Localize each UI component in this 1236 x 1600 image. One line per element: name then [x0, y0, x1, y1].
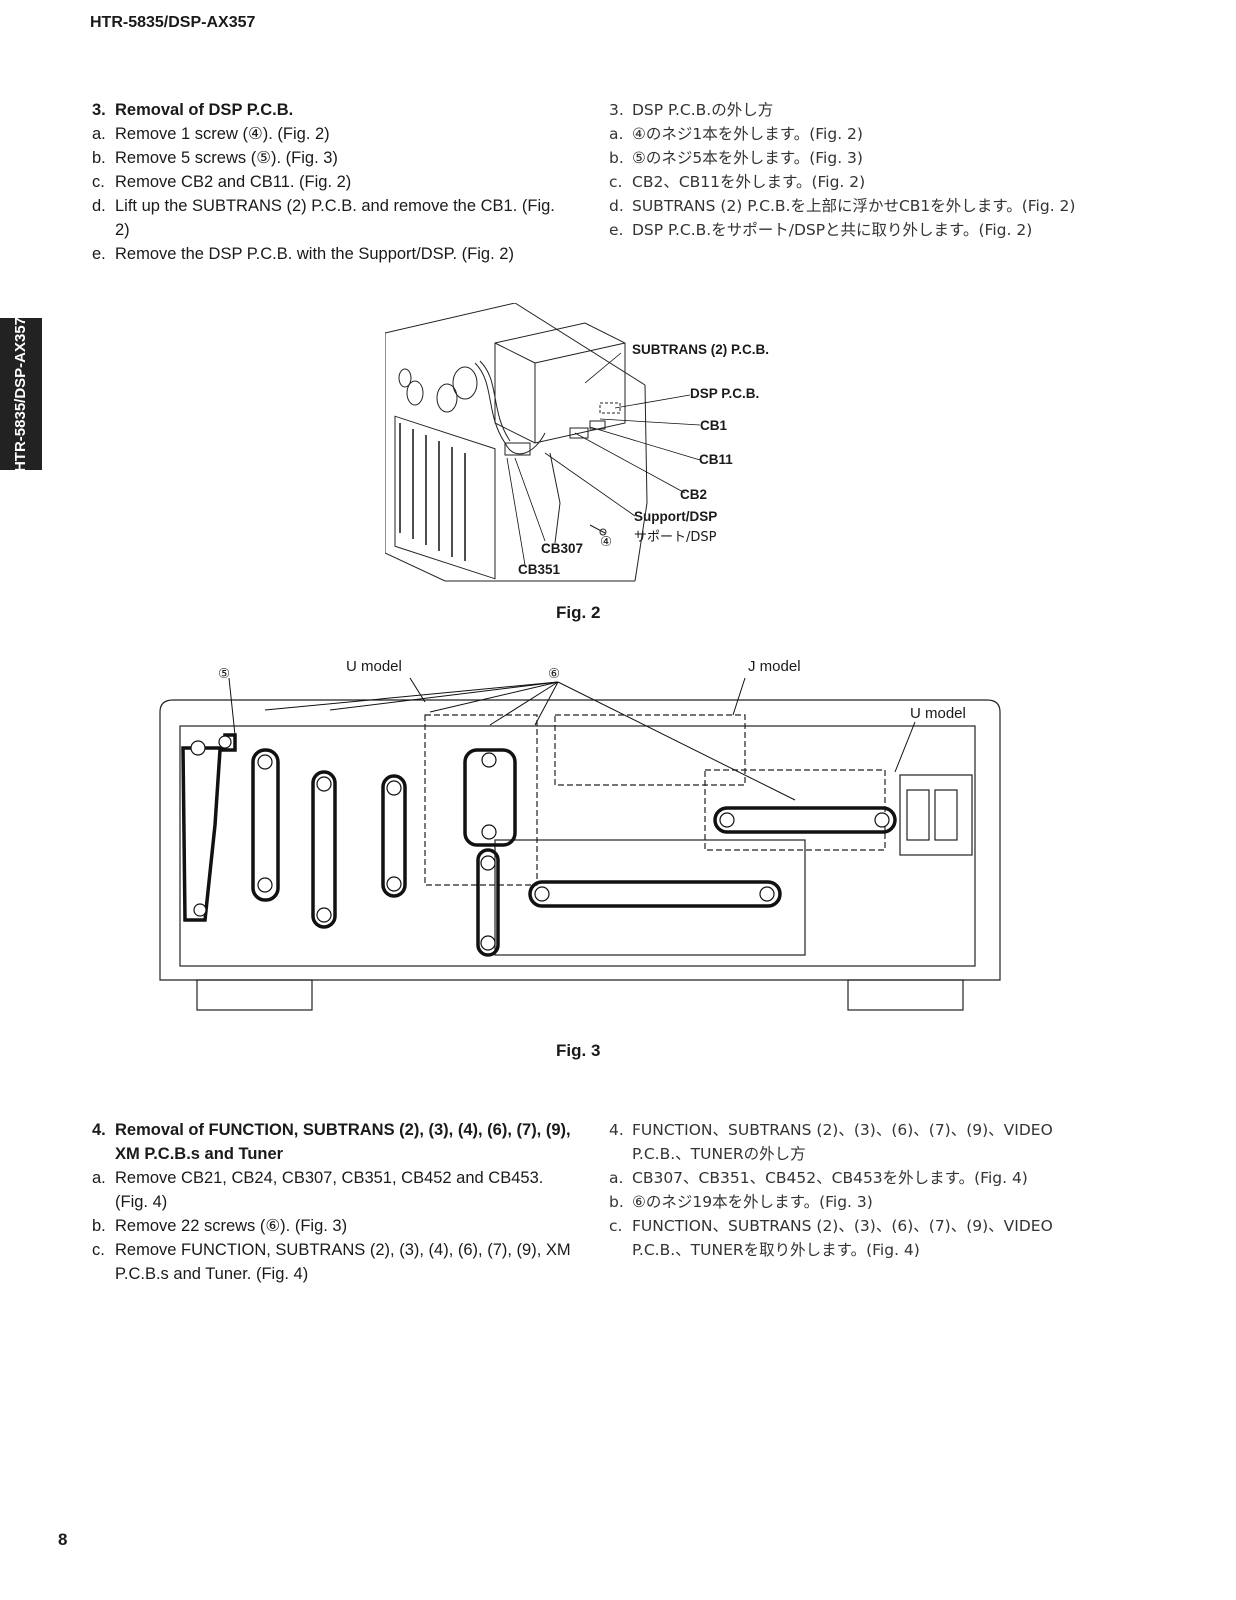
fig2-callout-cb2: CB2 [680, 487, 708, 502]
step-text: CB307、CB351、CB452、CB453を外します。(Fig. 4) [632, 1169, 1028, 1187]
section4-en-title-num: 4. [92, 1121, 106, 1139]
section3-en-step: b. Remove 5 screws (⑤). (Fig. 3) [92, 146, 572, 170]
step-label: b. [92, 149, 106, 167]
fig2-callout-support-ja: サポート/DSP [634, 530, 717, 545]
fig2-callout-subtrans: SUBTRANS (2) P.C.B. [632, 342, 770, 357]
fig3-illustration [159, 677, 1001, 1011]
step-text: ⑥のネジ19本を外します。(Fig. 3) [632, 1193, 873, 1211]
fig2-caption: Fig. 2 [556, 603, 601, 622]
section3-en-step: e. Remove the DSP P.C.B. with the Support… [92, 242, 572, 266]
section3-en: 3. Removal of DSP P.C.B. a. Remove 1 scre… [92, 98, 572, 266]
fig2-callout-cb11: CB11 [699, 452, 733, 467]
section4-ja-title: 4. FUNCTION、SUBTRANS (2)、(3)、(6)、(7)、(9)… [609, 1118, 1089, 1166]
step-label: b. [92, 1217, 106, 1235]
page-number: 8 [58, 1530, 68, 1549]
fig3-callout-screw6: ⑥ [548, 666, 561, 681]
page-header: HTR-5835/DSP-AX357 [90, 14, 256, 31]
step-text: CB2、CB11を外します。(Fig. 2) [632, 173, 866, 191]
step-label: a. [609, 1169, 624, 1187]
side-tab-label: HTR-5835/DSP-AX357 [12, 316, 30, 472]
section3-en-step: a. Remove 1 screw (④). (Fig. 2) [92, 122, 572, 146]
section3-en-title-text: Removal of DSP P.C.B. [115, 101, 294, 119]
section3-en-title-num: 3. [92, 101, 106, 119]
section3-ja-step: a. ④のネジ1本を外します。(Fig. 2) [609, 122, 1089, 146]
section3-ja-step: d. SUBTRANS (2) P.C.B.を上部に浮かせCB1を外します。(Fi… [609, 194, 1089, 218]
step-text: Remove CB2 and CB11. (Fig. 2) [115, 173, 352, 191]
fig3-callout-screw5: ⑤ [218, 666, 231, 681]
section4-en-title: 4. Removal of FUNCTION, SUBTRANS (2), (3… [92, 1118, 572, 1166]
step-label: c. [92, 1241, 105, 1259]
section4-en-step: b. Remove 22 screws (⑥). (Fig. 3) [92, 1214, 572, 1238]
step-label: e. [92, 245, 106, 263]
step-text: Remove 5 screws (⑤). (Fig. 3) [115, 149, 338, 167]
fig2-callout-screw4: ④ [600, 534, 613, 549]
section4-ja-title-num: 4. [609, 1121, 624, 1139]
step-label: d. [609, 197, 624, 215]
step-label: b. [609, 149, 624, 167]
step-label: a. [92, 1169, 106, 1187]
step-text: Remove 1 screw (④). (Fig. 2) [115, 125, 330, 143]
step-label: c. [609, 173, 623, 191]
section3-ja-step: b. ⑤のネジ5本を外します。(Fig. 3) [609, 146, 1089, 170]
section4-en-step: c. Remove FUNCTION, SUBTRANS (2), (3), (4… [92, 1238, 572, 1286]
section4-ja: 4. FUNCTION、SUBTRANS (2)、(3)、(6)、(7)、(9)… [609, 1118, 1089, 1262]
section4-ja-step: b. ⑥のネジ19本を外します。(Fig. 3) [609, 1190, 1089, 1214]
section3-ja-title: 3. DSP P.C.B.の外し方 [609, 98, 1089, 122]
section3-ja-title-num: 3. [609, 101, 624, 119]
side-tab: HTR-5835/DSP-AX357 [0, 316, 42, 472]
fig2-callout-cb1: CB1 [700, 418, 728, 433]
fig2-illustration [385, 303, 701, 582]
fig3-caption: Fig. 3 [556, 1041, 601, 1060]
step-label: a. [609, 125, 624, 143]
step-text: SUBTRANS (2) P.C.B.を上部に浮かせCB1を外します。(Fig.… [632, 197, 1076, 215]
section4-ja-step: c. FUNCTION、SUBTRANS (2)、(3)、(6)、(7)、(9)、… [609, 1214, 1089, 1262]
step-label: a. [92, 125, 106, 143]
fig2-callout-support: Support/DSP [634, 509, 718, 524]
step-label: e. [609, 221, 624, 239]
step-text: ⑤のネジ5本を外します。(Fig. 3) [632, 149, 863, 167]
step-text: Remove FUNCTION, SUBTRANS (2), (3), (4),… [115, 1241, 571, 1283]
step-text: Lift up the SUBTRANS (2) P.C.B. and remo… [115, 197, 555, 239]
section3-en-step: d. Lift up the SUBTRANS (2) P.C.B. and re… [92, 194, 572, 242]
section4-en: 4. Removal of FUNCTION, SUBTRANS (2), (3… [92, 1118, 572, 1286]
fig3-callout-u-model-1: U model [346, 658, 402, 675]
step-text: FUNCTION、SUBTRANS (2)、(3)、(6)、(7)、(9)、VI… [632, 1217, 1053, 1259]
section4-en-title-text: Removal of FUNCTION, SUBTRANS (2), (3), … [115, 1121, 571, 1163]
section3-ja-title-text: DSP P.C.B.の外し方 [632, 101, 774, 119]
step-label: b. [609, 1193, 624, 1211]
step-text: Remove the DSP P.C.B. with the Support/D… [115, 245, 514, 263]
section4-ja-title-text: FUNCTION、SUBTRANS (2)、(3)、(6)、(7)、(9)、VI… [632, 1121, 1053, 1163]
fig2-callout-cb351: CB351 [518, 562, 561, 577]
step-text: Remove CB21, CB24, CB307, CB351, CB452 a… [115, 1169, 544, 1211]
step-text: DSP P.C.B.をサポート/DSPと共に取り外します。(Fig. 2) [632, 221, 1033, 239]
fig2-callout-cb307: CB307 [541, 541, 584, 556]
fig2-callout-dsp: DSP P.C.B. [690, 386, 760, 401]
section3-ja-step: e. DSP P.C.B.をサポート/DSPと共に取り外します。(Fig. 2) [609, 218, 1089, 242]
step-text: Remove 22 screws (⑥). (Fig. 3) [115, 1217, 348, 1235]
fig3-callout-j-model: J model [748, 658, 801, 675]
step-label: c. [92, 173, 105, 191]
section3-ja: 3. DSP P.C.B.の外し方 a. ④のネジ1本を外します。(Fig. 2)… [609, 98, 1089, 242]
step-label: c. [609, 1217, 623, 1235]
step-text: ④のネジ1本を外します。(Fig. 2) [632, 125, 863, 143]
section3-en-step: c. Remove CB2 and CB11. (Fig. 2) [92, 170, 572, 194]
section3-en-title: 3. Removal of DSP P.C.B. [92, 98, 572, 122]
section4-ja-step: a. CB307、CB351、CB452、CB453を外します。(Fig. 4) [609, 1166, 1089, 1190]
fig3-callout-u-model-2: U model [910, 705, 966, 722]
section4-en-step: a. Remove CB21, CB24, CB307, CB351, CB452… [92, 1166, 572, 1214]
step-label: d. [92, 197, 106, 215]
section3-ja-step: c. CB2、CB11を外します。(Fig. 2) [609, 170, 1089, 194]
